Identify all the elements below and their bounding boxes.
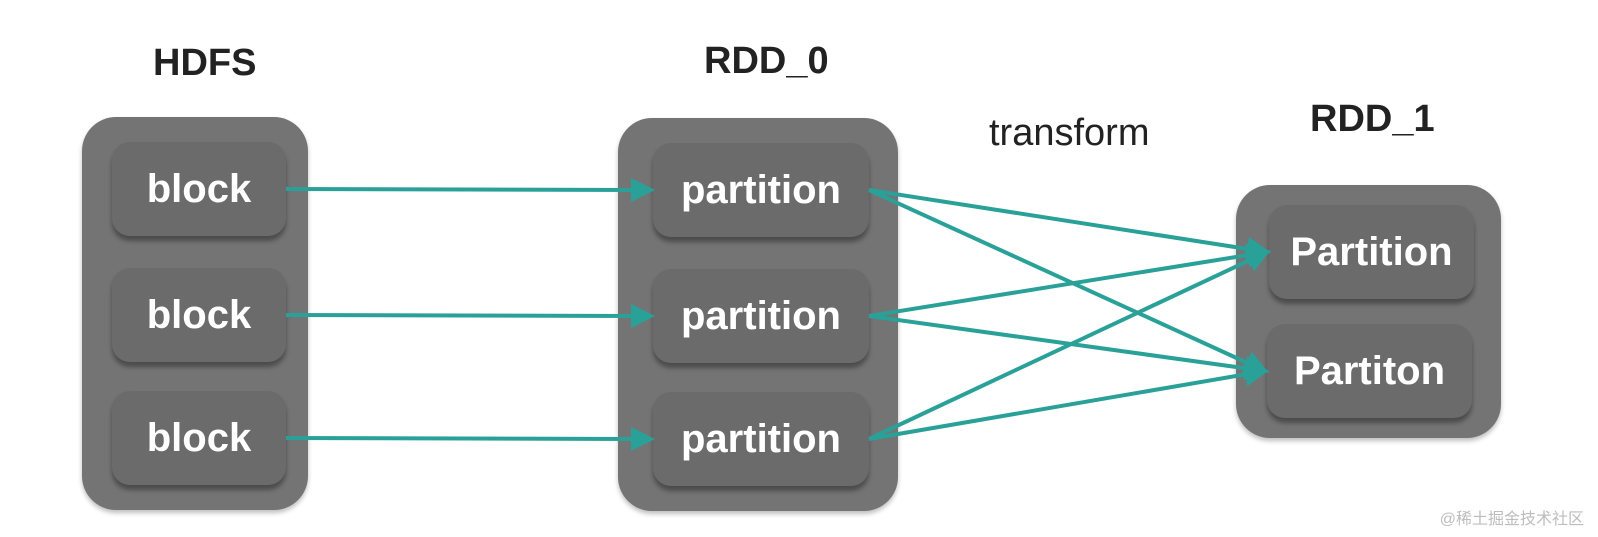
rdd0-partition: partition <box>653 392 869 486</box>
edge-arrow <box>868 188 1269 374</box>
rdd0-title: RDD_0 <box>704 40 829 82</box>
hdfs-block: block <box>112 268 286 362</box>
rdd0-partition: partition <box>653 143 869 237</box>
rdd1-partition: Partiton <box>1267 324 1472 418</box>
rdd1-title: RDD_1 <box>1310 98 1435 140</box>
edge-arrow <box>285 303 655 328</box>
edge-arrow <box>868 249 1271 441</box>
edge-arrow <box>285 426 655 451</box>
edge-arrow <box>285 177 655 202</box>
rdd0-partition: partition <box>653 269 869 363</box>
edge-arrow <box>868 362 1269 441</box>
edge-arrow <box>868 188 1271 261</box>
hdfs-block: block <box>112 142 286 236</box>
edge-arrow <box>868 314 1269 381</box>
transform-label: transform <box>989 112 1150 154</box>
watermark: @稀土掘金技术社区 <box>1439 511 1584 528</box>
hdfs-block: block <box>112 391 286 485</box>
edge-arrow <box>868 243 1271 318</box>
rdd1-partition: Partition <box>1269 205 1474 299</box>
hdfs-title: HDFS <box>153 42 257 84</box>
